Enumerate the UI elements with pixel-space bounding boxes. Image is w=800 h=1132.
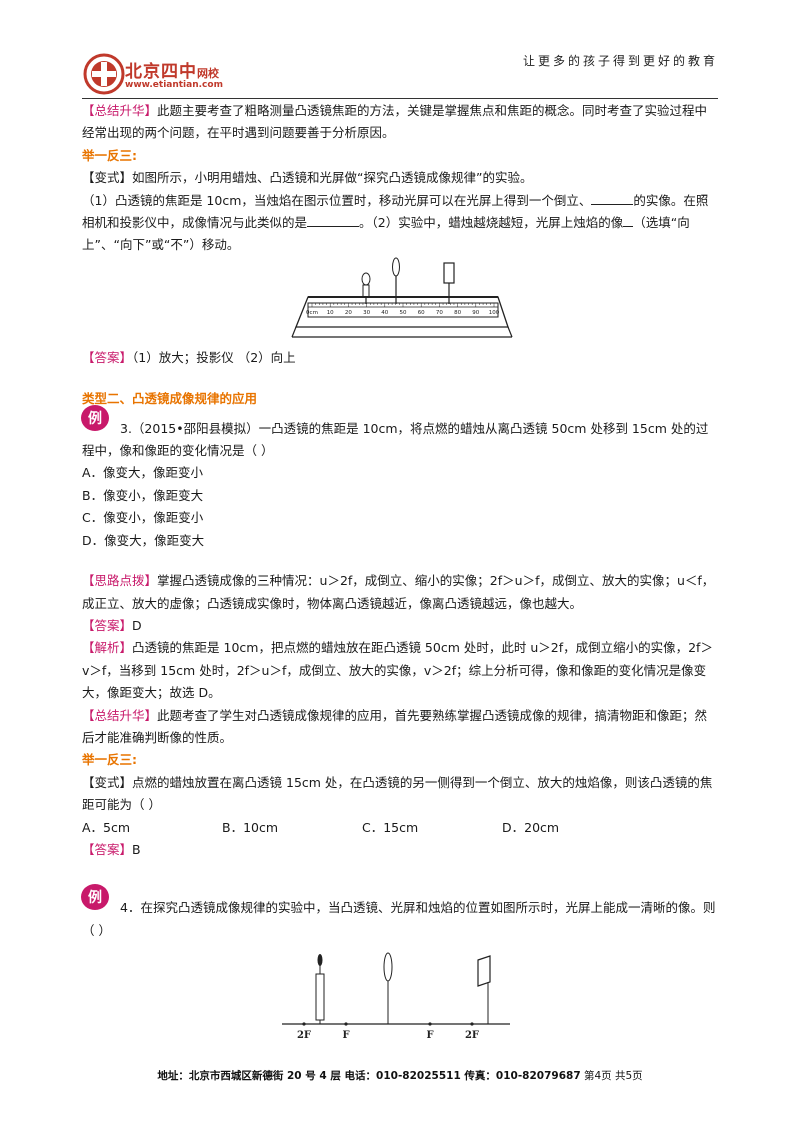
- ruler-label: 70: [436, 310, 443, 316]
- hint-paragraph: 【思路点拨】掌握凸透镜成像的三种情况：u＞2f，成倒立、缩小的实像；2f＞u＞f…: [82, 573, 715, 611]
- lens-icon: [383, 952, 393, 1025]
- header-slogan: 让更多的孩子得到更好的教育: [522, 54, 718, 68]
- header-divider: [82, 98, 718, 99]
- question-3: 3.（2015•邵阳县模拟）一凸透镜的焦距是 10cm，将点燃的蜡烛从离凸透镜 …: [82, 420, 709, 459]
- variant-paragraph: 【变式】如图所示，小明用蜡烛、凸透镜和光屏做“探究凸透镜成像规律”的实验。: [82, 170, 533, 186]
- label-f-left: F: [342, 1030, 349, 1041]
- summary-paragraph-2: 【总结升华】此题考查了学生对凸透镜成像规律的应用，首先要熟练掌握凸透镜成像的规律…: [82, 707, 708, 745]
- juyi-heading: 举一反三:: [82, 147, 137, 163]
- juyi-heading-2: 举一反三:: [82, 752, 137, 768]
- blank-3: [623, 214, 634, 228]
- candle-icon: [315, 954, 325, 1025]
- svg-text:例: 例: [88, 410, 102, 427]
- page-footer: 地址：北京市西城区新德街 20 号 4 层 电话：010-82025511 传真…: [157, 1070, 643, 1082]
- lens-icon: [392, 257, 400, 304]
- label-2f-right: 2F: [465, 1030, 479, 1041]
- label-f-right: F: [426, 1030, 433, 1041]
- option-a: A．像变大，像距变小: [82, 465, 204, 481]
- svg-text:例: 例: [88, 889, 102, 906]
- ruler-label: 60: [418, 310, 425, 316]
- ruler-label: 0cm: [306, 310, 318, 316]
- ruler-label: 90: [472, 310, 479, 316]
- variant-question: （1）凸透镜的焦距是 10cm，当烛焰在图示位置时，移动光屏可以在光屏上得到一个…: [82, 192, 709, 253]
- variant-answer: 【答案】B: [82, 841, 141, 857]
- ruler-label: 80: [454, 310, 461, 316]
- ruler-label: 40: [381, 310, 388, 316]
- lens-position-figure: 2F F F 2F: [282, 952, 510, 1041]
- ruler-label: 30: [363, 310, 370, 316]
- blank-1: [591, 192, 634, 205]
- variant-paragraph-2: 【变式】点燃的蜡烛放置在离凸透镜 15cm 处，在凸透镜的另一侧得到一个倒立、放…: [82, 774, 713, 813]
- option-b: B．像变小，像距变大: [82, 487, 204, 503]
- ruler-label: 50: [400, 310, 407, 316]
- screen-icon: [477, 955, 491, 1025]
- option-c: C．像变小，像距变小: [82, 510, 204, 526]
- example-3: 例 3.（2015•邵阳县模拟）一凸透镜的焦距是 10cm，将点燃的蜡烛从离凸透…: [81, 404, 718, 463]
- answer-3: 【答案】D: [82, 617, 142, 633]
- candle-icon: [361, 272, 371, 304]
- logo-url: www.etiantian.com: [125, 80, 223, 90]
- ruler-label: 20: [345, 310, 352, 316]
- section-title: 类型二、凸透镜成像规律的应用: [82, 391, 258, 407]
- ruler-label: 10: [327, 310, 334, 316]
- etiantian-logo: [83, 53, 125, 95]
- logo-name: 北京四中网校: [125, 62, 219, 82]
- answer-paragraph: 【答案】（1）放大；投影仪 （2）向上: [82, 349, 296, 365]
- ruler-label: 100: [489, 310, 500, 316]
- optical-bench-figure: 0cm 10 20 30 40 50 60 70 80 90 100: [291, 257, 513, 338]
- analysis-paragraph: 【解析】凸透镜的焦距是 10cm，把点燃的蜡烛放在距凸透镜 50cm 处时，此时…: [82, 640, 713, 701]
- summary-paragraph: 【总结升华】此题主要考查了粗略测量凸透镜焦距的方法，关键是掌握焦点和焦距的概念。…: [82, 103, 708, 141]
- page-content: 【总结升华】此题主要考查了粗略测量凸透镜焦距的方法，关键是掌握焦点和焦距的概念。…: [81, 100, 718, 1046]
- example-badge-icon: 例: [81, 404, 109, 431]
- screen-icon: [443, 262, 455, 304]
- example-badge-icon: 例: [81, 884, 109, 911]
- question-4: 4．在探究凸透镜成像规律的实验中，当凸透镜、光屏和烛焰的位置如图所示时，光屏上能…: [82, 900, 716, 938]
- blank-2: [307, 214, 360, 228]
- label-2f-left: 2F: [297, 1030, 311, 1041]
- option-d: D．像变大，像距变大: [82, 532, 205, 548]
- example-4: 例 4．在探究凸透镜成像规律的实验中，当凸透镜、光屏和烛焰的位置如图所示时，光屏…: [81, 884, 718, 942]
